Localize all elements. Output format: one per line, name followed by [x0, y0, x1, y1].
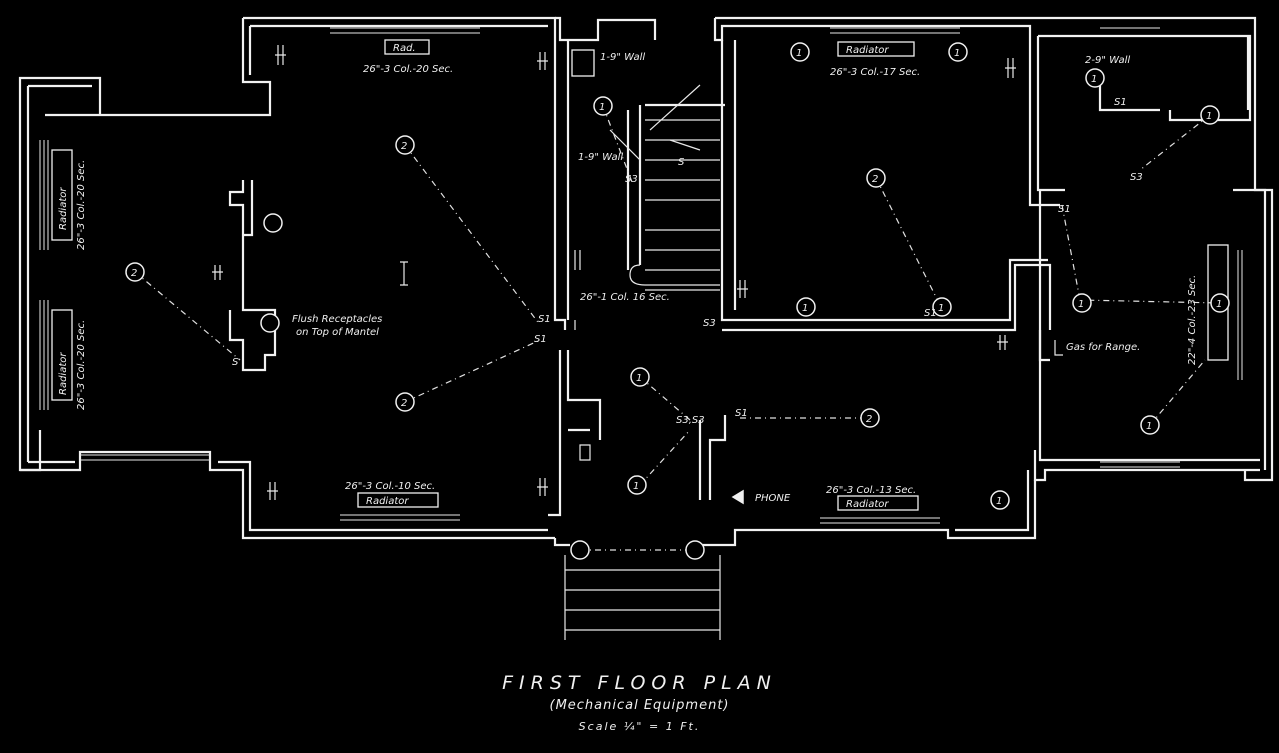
switch-label: S3,S3 [676, 415, 705, 426]
switch-label: S1 [924, 308, 937, 319]
fixture-outlet: 1 [1200, 105, 1220, 125]
fixture-outlet [260, 313, 280, 333]
fixture-outlet: 2 [866, 168, 886, 188]
rad-top-left-box: Rad. [393, 43, 416, 54]
radiator-top-right-box: Radiator [846, 45, 889, 56]
fixture-outlet: 1 [948, 42, 968, 62]
outlet-marks [212, 45, 1063, 500]
fixture-outlet [263, 213, 283, 233]
rad-top-left-spec: 26"-3 Col.-20 Sec. [363, 64, 453, 75]
radiator-left-upper-spec: 26"-3 Col.-20 Sec. [76, 160, 87, 250]
fixture-outlet: 1 [932, 297, 952, 317]
radiator-left-upper-box: Radiator [58, 187, 69, 230]
fixture-outlet [570, 540, 590, 560]
fixture-number: 1 [1206, 111, 1212, 122]
fixture-outlet: 1 [593, 96, 613, 116]
fixture-number: 2 [401, 141, 407, 152]
wall-note-top: 1-9" Wall [600, 52, 645, 63]
annotations: Rad. 26"-3 Col.-20 Sec. 1-9" Wall Radiat… [58, 43, 1198, 510]
fixture-number: 1 [633, 481, 639, 492]
plan-scale: Scale ¼" = 1 Ft. [578, 720, 701, 733]
fixture-outlet: 1 [1210, 293, 1230, 313]
fixture-outlet: 2 [395, 392, 415, 412]
wall-note-stair: 1-9" Wall [578, 152, 623, 163]
plan-title: FIRST FLOOR PLAN [502, 672, 777, 694]
fixture-number: 2 [401, 398, 407, 409]
interior-walls [228, 40, 1160, 517]
radiator-left-lower-box: Radiator [58, 352, 69, 395]
fixture-number: 1 [796, 48, 802, 59]
switch-label: S1 [735, 408, 748, 419]
fixture-number: 2 [872, 174, 878, 185]
fixture-number: 1 [599, 102, 605, 113]
radiator-bottom-left-box: Radiator [366, 496, 409, 507]
gas-range-note: Gas for Range. [1066, 342, 1140, 353]
fixture-number: 1 [1091, 74, 1097, 85]
flush-receptacles-note: Flush Receptacles [292, 314, 382, 325]
wall-note-right: 2-9" Wall [1085, 55, 1130, 66]
switch-label: S3 [1130, 172, 1143, 183]
circuit-lines [134, 105, 1221, 551]
fixture-outlet [685, 540, 705, 560]
switch-label: S1 [1114, 97, 1127, 108]
fixture-number: 1 [802, 303, 808, 314]
fixture-outlet: 1 [796, 297, 816, 317]
switch-label: S [678, 157, 685, 168]
fixture-outlet: 1 [1072, 293, 1092, 313]
radiator-bottom-right-spec: 26"-3 Col.-13 Sec. [826, 485, 916, 496]
fixture-number: 2 [131, 268, 137, 279]
radiator-stair-spec: 26"-1 Col. 16 Sec. [580, 292, 670, 303]
switch-label: S3 [703, 318, 716, 329]
radiator-bottom-right-box: Radiator [846, 499, 889, 510]
radiator-right-spec: 22"-4 Col.-23 Sec. [1187, 275, 1198, 365]
fixture-number: 1 [1078, 299, 1084, 310]
fixture-number: 1 [1216, 299, 1222, 310]
phone-arrow-icon [731, 489, 744, 505]
radiator-top-right-spec: 26"-3 Col.-17 Sec. [830, 67, 920, 78]
switch-label: S [232, 357, 239, 368]
phone-label: PHONE [755, 493, 791, 504]
fixture-outlet: 1 [1085, 68, 1105, 88]
switch-label: S1 [534, 334, 547, 345]
radiator-left-lower-spec: 26"-3 Col.-20 Sec. [76, 320, 87, 410]
plan-subtitle: (Mechanical Equipment) [549, 698, 730, 713]
fixture-outlet: 2 [395, 135, 415, 155]
fixture-number: 1 [636, 373, 642, 384]
switch-marks: S S3 S3 S1 S1 S S1 S1 S1 S3 S1 S3,S3 [232, 97, 1143, 426]
fixture-outlet: 1 [627, 475, 647, 495]
fixture-outlet: 1 [790, 42, 810, 62]
radiator-bottom-left-spec: 26"-3 Col.-10 Sec. [345, 481, 435, 492]
fixture-outlet: 1 [1140, 415, 1160, 435]
switch-label: S1 [538, 314, 551, 325]
fixture-number: 1 [938, 303, 944, 314]
fixture-outlet: 2 [860, 408, 880, 428]
fixture-number: 1 [954, 48, 960, 59]
lighting-fixtures: 2 2 2 2 1 1 1 1 1 1 1 1 1 2 1 1 1 1 [125, 42, 1230, 560]
exterior-walls [18, 16, 1274, 547]
stair-lines [564, 84, 721, 640]
switch-label: S3 [625, 174, 638, 185]
flush-receptacles-note-2: on Top of Mantel [296, 327, 379, 338]
fixture-outlet: 2 [125, 262, 145, 282]
fixture-number: 1 [1146, 421, 1152, 432]
fixture-outlet: 1 [630, 367, 650, 387]
fixture-number: 2 [866, 414, 872, 425]
radiator-symbols [39, 27, 1243, 524]
fixture-number: 1 [996, 496, 1002, 507]
switch-label: S1 [1058, 204, 1071, 215]
fixture-outlet: 1 [990, 490, 1010, 510]
